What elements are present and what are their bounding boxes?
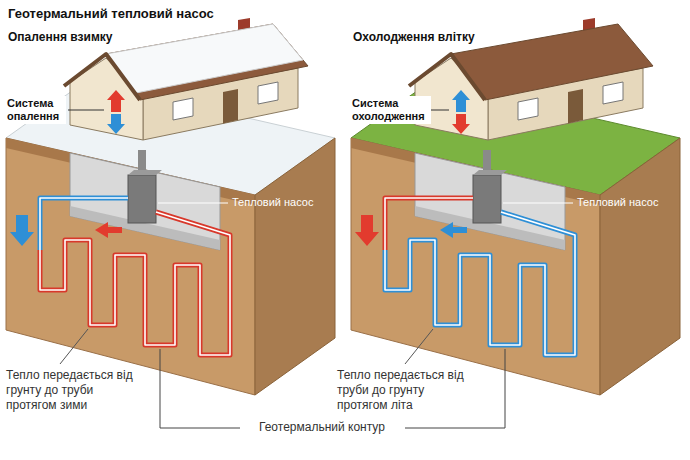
heat-pump-top bbox=[128, 170, 162, 175]
flow-arrow bbox=[95, 222, 122, 238]
pump-label: Тепловий насос bbox=[232, 196, 313, 208]
window bbox=[518, 98, 538, 120]
label-wrap: Опалення взимку bbox=[8, 30, 113, 44]
heat-pump bbox=[128, 175, 156, 223]
flow-arrow bbox=[355, 215, 379, 246]
label-wrap: Охолодження влітку bbox=[353, 30, 475, 44]
label-wrap: Система охолодження bbox=[349, 96, 431, 124]
air-arrow bbox=[452, 90, 470, 112]
roof-edge bbox=[409, 54, 485, 100]
window bbox=[258, 82, 278, 104]
label-wrap: Геотермальний контур bbox=[256, 420, 388, 434]
pipe-warm bbox=[40, 212, 230, 355]
note-label: Тепло передається від труби до грунту пр… bbox=[337, 368, 469, 413]
window bbox=[173, 98, 193, 120]
heat-pump-top bbox=[473, 170, 507, 175]
pipe-core bbox=[40, 198, 230, 355]
door bbox=[568, 89, 583, 124]
roof-edge bbox=[64, 54, 140, 100]
air-arrow bbox=[452, 114, 470, 134]
flow-arrow bbox=[440, 222, 467, 238]
soil-side-face bbox=[255, 138, 335, 395]
winter-block bbox=[6, 18, 335, 395]
soil-cut-face bbox=[6, 138, 255, 395]
label-wrap: Тепло передається від труби до грунту пр… bbox=[337, 368, 469, 413]
note-label: Тепло передається від грунту до труби пр… bbox=[6, 368, 136, 413]
leader-line bbox=[405, 329, 433, 364]
leader-line bbox=[158, 203, 228, 204]
house-label: Система охолодження bbox=[349, 96, 431, 124]
heat-pump bbox=[473, 175, 501, 223]
contour-label: Геотермальний контур bbox=[256, 420, 388, 434]
leader-line bbox=[68, 110, 104, 111]
title-wrap: Геотермальний тепловий насос bbox=[8, 6, 214, 21]
label-wrap: Система опалення bbox=[4, 96, 66, 124]
label-wrap: Тепловий насос bbox=[577, 196, 658, 208]
air-arrow bbox=[107, 90, 125, 112]
door bbox=[223, 89, 238, 124]
heading-label: Опалення взимку bbox=[8, 30, 113, 44]
leader-line bbox=[160, 349, 240, 428]
air-arrow bbox=[107, 114, 125, 134]
diagram-title: Геотермальний тепловий насос bbox=[8, 6, 214, 21]
label-wrap: Тепловий насос bbox=[232, 196, 313, 208]
leader-line bbox=[429, 110, 449, 111]
summer-block bbox=[351, 18, 680, 395]
pump-label: Тепловий насос bbox=[577, 196, 658, 208]
house-label: Система опалення bbox=[4, 96, 66, 124]
leader-line bbox=[60, 329, 88, 364]
heading-label: Охолодження влітку bbox=[353, 30, 475, 44]
pipe-cold bbox=[385, 212, 575, 355]
flow-arrow bbox=[10, 215, 34, 246]
window bbox=[603, 82, 623, 104]
soil-side-face bbox=[600, 138, 680, 395]
leader-line bbox=[503, 203, 573, 204]
pipe-core bbox=[385, 198, 575, 355]
label-wrap: Тепло передається від грунту до труби пр… bbox=[6, 368, 136, 413]
soil-cut-face bbox=[351, 138, 600, 395]
